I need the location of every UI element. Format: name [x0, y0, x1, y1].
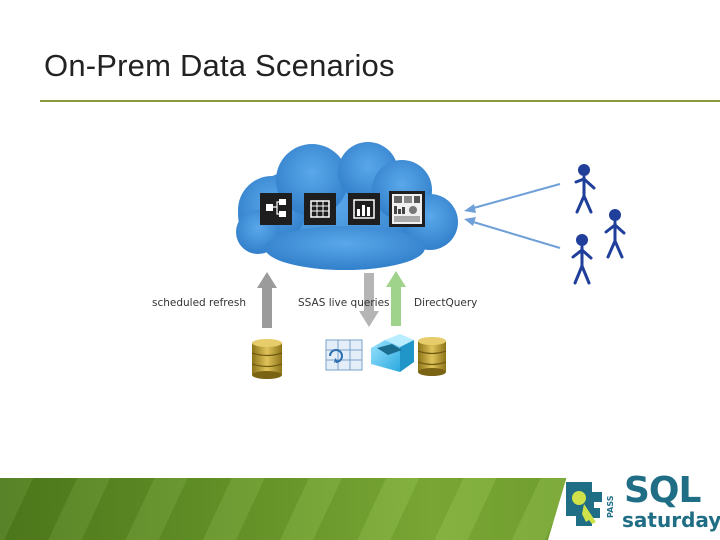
database-icon [417, 337, 447, 376]
scheduled-refresh-arrow [257, 272, 277, 328]
logo-pass: PASS [606, 495, 615, 518]
direct-query-label: DirectQuery [414, 297, 478, 309]
ssas-cube-icon [371, 334, 414, 372]
person-icon [574, 164, 596, 214]
ssas-live-queries-arrow [359, 273, 379, 327]
org-chart-icon [260, 193, 292, 225]
table-icon [304, 193, 336, 225]
direct-query-arrow [386, 271, 406, 326]
tabular-model-icon [325, 339, 363, 371]
logo-sql: SQL [624, 470, 701, 511]
dashboard-icon [389, 191, 425, 227]
database-icon [251, 339, 283, 379]
title-divider [40, 100, 720, 102]
ssas-live-queries-label: SSAS live queries [298, 297, 390, 309]
bar-chart-icon [348, 193, 380, 225]
scheduled-refresh-label: scheduled refresh [152, 297, 246, 309]
person-icon [604, 209, 626, 259]
logo-saturday: saturday [622, 508, 720, 532]
slide-title: On-Prem Data Scenarios [44, 48, 395, 83]
person-icon [571, 234, 593, 285]
key-logo-icon [566, 482, 602, 526]
users-to-cloud-arrows [464, 183, 561, 249]
